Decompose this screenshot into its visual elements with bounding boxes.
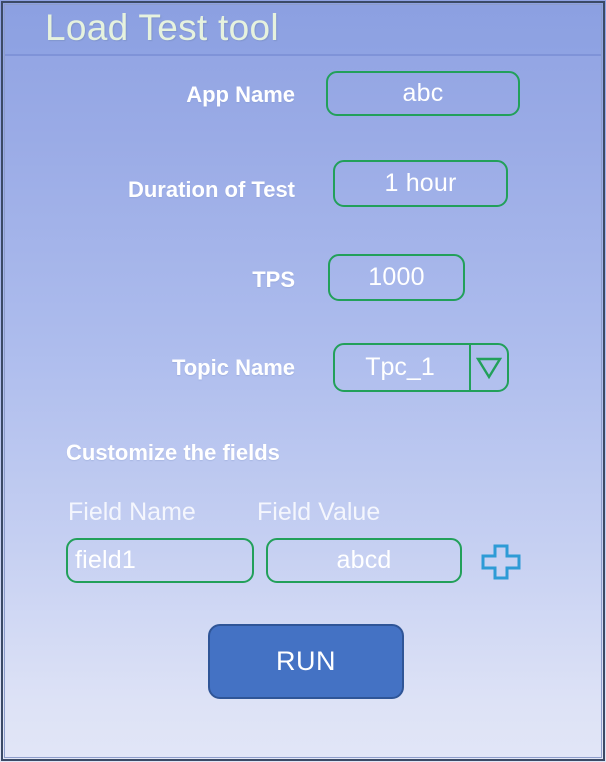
app-name-label: App Name xyxy=(186,82,295,107)
title-bar: Load Test tool xyxy=(5,5,601,55)
field-name-input[interactable]: field1 xyxy=(66,538,254,583)
plus-icon[interactable] xyxy=(481,544,521,580)
run-button[interactable]: RUN xyxy=(208,624,404,699)
page-title: Load Test tool xyxy=(45,7,279,48)
field-value-label: Field Value xyxy=(257,498,381,526)
tps-input[interactable]: 1000 xyxy=(328,254,465,301)
app-name-input[interactable]: abc xyxy=(326,71,520,116)
customize-heading: Customize the fields xyxy=(66,440,280,465)
header-divider xyxy=(5,54,601,56)
tps-label: TPS xyxy=(252,267,295,292)
topic-name-select[interactable]: Tpc_1 xyxy=(333,343,509,392)
field-name-label: Field Name xyxy=(68,498,196,526)
topic-name-label: Topic Name xyxy=(171,355,295,380)
chevron-down-icon[interactable] xyxy=(469,345,507,390)
chevron-down-glyph xyxy=(476,357,502,379)
duration-input[interactable]: 1 hour xyxy=(333,160,508,207)
duration-label: Duration of Test xyxy=(127,177,295,202)
field-value-input[interactable]: abcd xyxy=(266,538,462,583)
plus-glyph xyxy=(481,544,521,580)
topic-name-selected-value: Tpc_1 xyxy=(365,353,435,381)
